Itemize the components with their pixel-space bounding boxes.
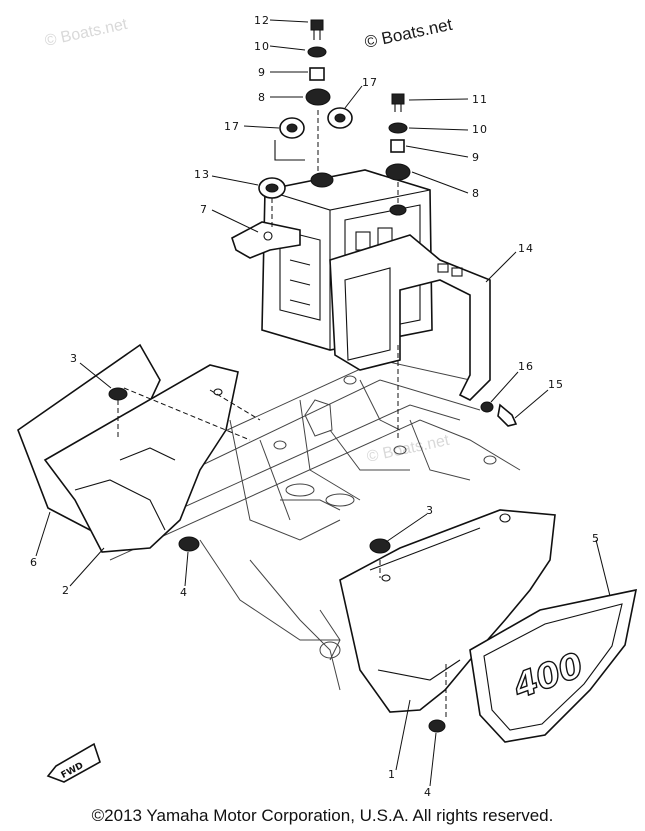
watermark-top-left: © Boats.net [43, 16, 129, 50]
grommets-17 [274, 107, 353, 161]
hardware-16-15 [480, 401, 518, 427]
left-side-cover [17, 343, 261, 553]
badge-400: 400 [469, 588, 638, 743]
watermark-mid-right: © Boats.net [365, 432, 451, 466]
callout-4-right: 4 [424, 786, 432, 799]
grommet-4-right [428, 719, 446, 733]
callout-15: 15 [548, 378, 564, 391]
callout-5: 5 [592, 532, 600, 545]
callout-9-right: 9 [472, 151, 480, 164]
callout-2: 2 [62, 584, 70, 597]
callout-17-left: 17 [224, 120, 240, 133]
callouts: 12 10 9 8 17 17 13 7 11 10 9 8 14 16 15 … [30, 14, 600, 799]
callout-12: 12 [254, 14, 270, 27]
bracket-7 [231, 221, 301, 259]
grommet-13 [258, 177, 286, 228]
hardware-left-stack [305, 19, 334, 188]
callout-17-right: 17 [362, 76, 378, 89]
grommet-4-left [178, 536, 200, 552]
callout-6: 6 [30, 556, 38, 569]
fwd-arrow: FWD [46, 742, 101, 783]
callout-13: 13 [194, 168, 210, 181]
callout-16: 16 [518, 360, 534, 373]
callout-1: 1 [388, 768, 396, 781]
hardware-right-stack [385, 93, 411, 440]
callout-10-right: 10 [472, 123, 488, 136]
callout-8-left: 8 [258, 91, 266, 104]
callout-4-left: 4 [180, 586, 188, 599]
watermark-top-right: © Boats.net [363, 15, 454, 52]
callout-11: 11 [472, 93, 488, 106]
right-side-cover [339, 509, 556, 718]
callout-3-right: 3 [426, 504, 434, 517]
leader-lines [35, 19, 611, 787]
callout-14: 14 [518, 242, 534, 255]
callout-9-left: 9 [258, 66, 266, 79]
callout-3-left: 3 [70, 352, 78, 365]
callout-10-left: 10 [254, 40, 270, 53]
bracket-14 [329, 234, 491, 401]
copyright-notice: ©2013 Yamaha Motor Corporation, U.S.A. A… [91, 806, 554, 825]
callout-7: 7 [200, 203, 208, 216]
callout-8-right: 8 [472, 187, 480, 200]
